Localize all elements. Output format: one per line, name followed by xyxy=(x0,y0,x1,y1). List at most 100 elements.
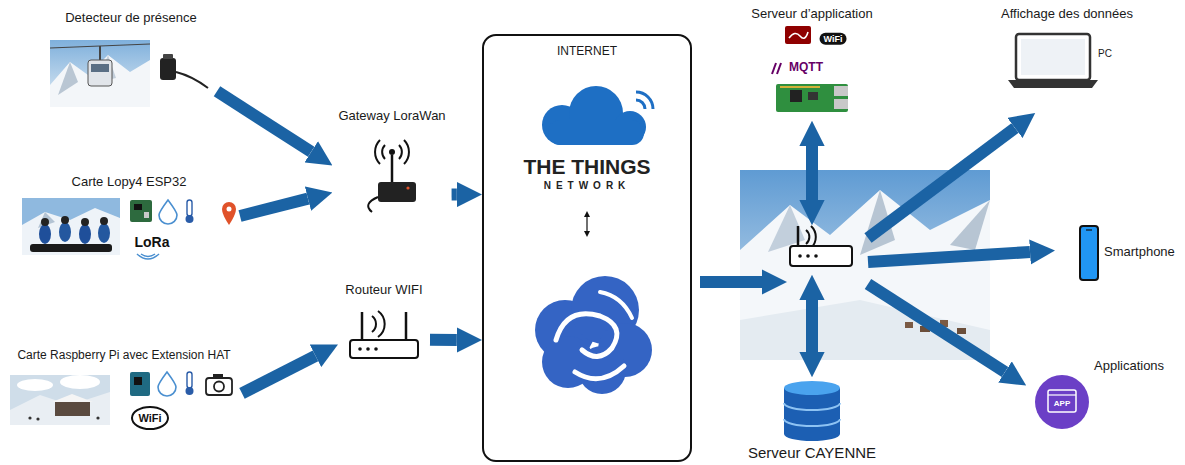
ski-lift-photo xyxy=(50,40,150,107)
sensor-icons xyxy=(159,200,177,224)
cayenne-cloud xyxy=(600,292,632,318)
ski-lift-photo xyxy=(50,40,150,107)
raspberry-board xyxy=(790,90,802,102)
mountain-photo xyxy=(950,200,990,250)
laptop-icon xyxy=(1008,80,1098,88)
router-icon xyxy=(798,254,802,258)
gateway-icon xyxy=(378,182,416,202)
router-icon xyxy=(814,254,818,258)
router-icon xyxy=(797,226,800,246)
icon-text: APP xyxy=(1054,399,1070,408)
node-heading: Routeur WIFI xyxy=(345,282,422,298)
sensor-icons xyxy=(130,200,152,222)
station-photo xyxy=(36,417,39,420)
node-heading: Gateway LoraWan xyxy=(338,108,445,124)
gateway-node: Gateway LoraWan xyxy=(332,106,451,214)
smartphone-icon xyxy=(1080,226,1098,280)
hat-icons xyxy=(130,372,150,396)
display-node: Affichage des donnéesPC xyxy=(992,4,1142,92)
router-icon xyxy=(806,230,809,244)
ttn-cloud xyxy=(636,100,645,109)
lora-signal xyxy=(137,254,159,259)
app-icon xyxy=(1035,375,1089,429)
ttn-cloud xyxy=(548,120,644,145)
node-red-logo xyxy=(785,26,811,44)
hat-icons xyxy=(187,372,192,388)
router-icon xyxy=(366,347,370,351)
snowmobile-photo xyxy=(22,198,120,255)
wifi-logo xyxy=(132,407,168,429)
router-icon xyxy=(374,347,378,351)
presence-sensor xyxy=(176,72,208,88)
ski-lift-photo xyxy=(50,55,150,107)
snowmobile-photo xyxy=(22,198,120,255)
snowmobile-photo xyxy=(39,224,51,244)
node-text: NETWORK xyxy=(544,180,631,192)
flow-arrow xyxy=(868,252,1030,262)
snowmobile-photo xyxy=(59,222,71,242)
database-icon xyxy=(784,381,840,395)
flow-arrow xyxy=(700,128,1030,372)
app-icon xyxy=(1035,375,1089,429)
node-heading: Carte Lopy4 ESP32 xyxy=(72,174,187,190)
display-node: Smartphone xyxy=(1074,222,1182,286)
hat-icons xyxy=(213,374,223,378)
snowmobile-photo xyxy=(61,216,69,224)
router-icon xyxy=(790,246,852,266)
hat-icons xyxy=(214,382,224,392)
station-photo xyxy=(96,416,99,419)
station-photo xyxy=(10,375,110,425)
display-node: Applications xyxy=(1030,356,1180,432)
ski-lift-photo xyxy=(99,46,101,60)
gateway-icon xyxy=(368,197,378,212)
ttn-cloud xyxy=(636,92,653,109)
station-photo xyxy=(60,375,100,389)
database-icon xyxy=(784,403,840,410)
database-icon xyxy=(784,419,840,426)
gateway-icon xyxy=(399,145,402,159)
router-icon xyxy=(806,254,810,258)
logo-text: MQTT xyxy=(789,61,823,75)
mqtt-logo xyxy=(772,63,776,74)
gateway-icon xyxy=(368,140,416,212)
snowmobile-photo xyxy=(41,218,49,226)
sensor-icons xyxy=(187,200,192,216)
double-arrow xyxy=(586,216,587,232)
sensor-icons xyxy=(222,202,236,225)
router-icon xyxy=(361,312,364,340)
router-icon xyxy=(350,340,418,358)
flow-arrow xyxy=(240,199,308,216)
node-heading: INTERNET xyxy=(557,44,617,58)
hat-icons xyxy=(186,387,194,395)
lora-signal xyxy=(137,254,159,259)
double-arrow xyxy=(584,231,590,237)
station-photo xyxy=(10,392,110,425)
flow-arrow xyxy=(700,276,762,288)
hat-icons xyxy=(158,372,176,396)
gateway-icon xyxy=(389,149,395,155)
ski-lift-photo xyxy=(58,62,78,95)
router-node: Routeur WIFI xyxy=(338,280,430,372)
sensor-icons xyxy=(130,200,236,225)
router-icon xyxy=(350,311,418,358)
flow-arrow xyxy=(806,146,818,200)
node-heading: Carte Raspberry Pi avec Extension HAT xyxy=(17,348,230,362)
snowmobile-photo xyxy=(38,212,55,228)
presence-sensor xyxy=(160,58,176,80)
node-heading: Smartphone xyxy=(1104,244,1175,260)
router-icon xyxy=(378,311,385,337)
double-arrow xyxy=(584,211,590,237)
database-icon xyxy=(784,381,840,441)
snowmobile-photo xyxy=(22,208,120,255)
snowmobile-photo xyxy=(100,217,108,225)
router-icon xyxy=(358,347,362,351)
station-photo xyxy=(17,379,53,391)
node-red-logo xyxy=(789,32,808,38)
presence-sensor xyxy=(163,54,173,59)
node-heading: Detecteur de présence xyxy=(65,10,197,26)
station-photo xyxy=(10,375,110,425)
sensor-icons xyxy=(134,204,142,210)
